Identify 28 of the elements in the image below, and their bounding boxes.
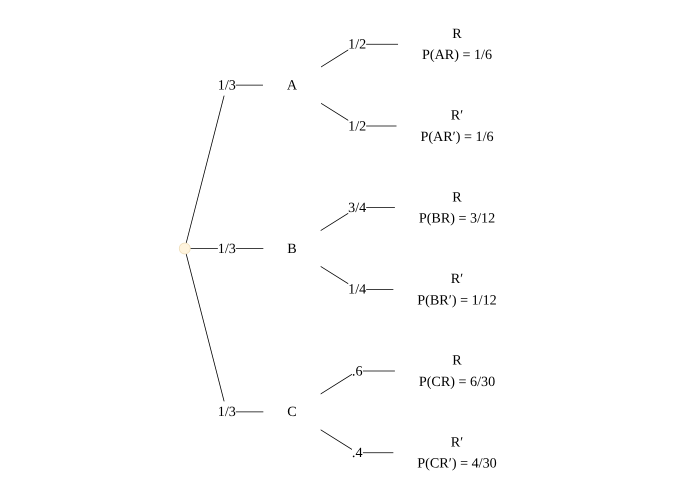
connector [320,429,394,454]
node-text: C [288,404,297,420]
node-text: R′ P(AR′) = 1/6 [420,107,494,144]
connector [190,248,264,249]
node-text: R P(AR) = 1/6 [422,25,492,62]
connector [320,266,394,290]
edge-label: 1/2 [348,36,366,52]
node-text: R P(BR) = 3/12 [419,188,496,226]
connector [320,102,398,126]
connector [320,44,400,68]
edge-label: .6 [352,362,363,378]
connector [186,253,264,412]
node-text: R P(CR) = 6/30 [419,352,496,390]
node-text: A [287,76,298,93]
connector [320,370,396,395]
edge-label: .4 [352,444,363,460]
node-text: B [288,240,297,256]
probability-tree: 1/3 1/3 1/3 1/2 1/2 3/4 1/4 .6 .4 A R P(AR) = 1/6 R′ P(AR′) = 1/6 B R P(BR) = 3/12 R′ P(BR′) = 1/12 C R P(CR) = 6/30 R′ P(CR′) = 4/30 [173,5,527,492]
edge-label: 1/4 [348,281,366,297]
edge-label: 1/3 [218,240,236,256]
node-text: R′ P(BR′) = 1/12 [418,270,497,308]
edge-label: 1/3 [218,404,236,420]
node-point [179,242,191,254]
edge-label: 1/2 [348,118,366,134]
edge-label: 3/4 [348,199,366,216]
connector [186,84,264,244]
edge-label: 1/3 [218,76,236,93]
node-text: R′ P(CR′) = 4/30 [418,434,497,471]
